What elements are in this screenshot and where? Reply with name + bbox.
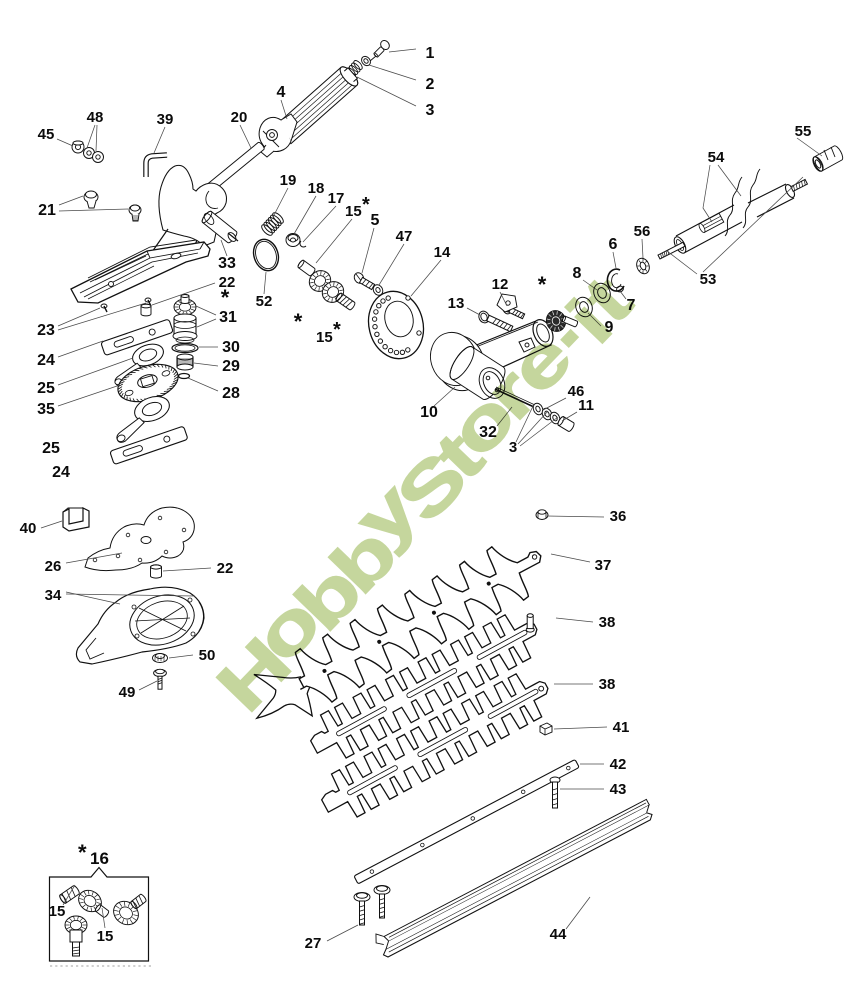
svg-text:33: 33 bbox=[218, 255, 236, 272]
svg-text:15: 15 bbox=[316, 329, 333, 346]
svg-text:39: 39 bbox=[157, 111, 174, 128]
svg-text:5: 5 bbox=[371, 212, 380, 229]
svg-text:35: 35 bbox=[37, 401, 55, 418]
svg-text:12: 12 bbox=[492, 276, 509, 293]
svg-text:*: * bbox=[294, 309, 303, 334]
svg-text:1: 1 bbox=[426, 45, 435, 62]
svg-text:15: 15 bbox=[49, 903, 66, 920]
svg-text:28: 28 bbox=[222, 385, 240, 402]
svg-text:25: 25 bbox=[37, 380, 55, 397]
svg-text:46: 46 bbox=[568, 383, 585, 400]
svg-text:53: 53 bbox=[700, 271, 717, 288]
svg-text:54: 54 bbox=[708, 149, 725, 166]
svg-text:50: 50 bbox=[199, 647, 216, 664]
svg-text:3: 3 bbox=[509, 439, 517, 456]
svg-text:55: 55 bbox=[795, 123, 812, 140]
svg-text:*: * bbox=[362, 194, 370, 216]
svg-text:9: 9 bbox=[605, 319, 614, 336]
svg-text:37: 37 bbox=[595, 557, 612, 574]
svg-text:2: 2 bbox=[426, 76, 435, 93]
svg-text:21: 21 bbox=[38, 202, 56, 219]
svg-text:13: 13 bbox=[448, 295, 465, 312]
svg-text:52: 52 bbox=[256, 293, 273, 310]
svg-text:15: 15 bbox=[97, 928, 114, 945]
svg-text:34: 34 bbox=[45, 587, 62, 604]
svg-text:38: 38 bbox=[599, 614, 616, 631]
svg-text:20: 20 bbox=[231, 109, 248, 126]
svg-text:19: 19 bbox=[280, 172, 297, 189]
svg-text:25: 25 bbox=[42, 440, 60, 457]
svg-text:23: 23 bbox=[37, 322, 55, 339]
svg-text:38: 38 bbox=[599, 676, 616, 693]
svg-text:4: 4 bbox=[277, 84, 286, 101]
svg-text:*: * bbox=[221, 285, 230, 310]
svg-text:22: 22 bbox=[217, 560, 234, 577]
svg-text:27: 27 bbox=[305, 935, 322, 952]
svg-text:17: 17 bbox=[328, 190, 345, 207]
svg-text:14: 14 bbox=[434, 244, 451, 261]
svg-text:11: 11 bbox=[578, 397, 594, 414]
svg-text:24: 24 bbox=[37, 352, 55, 369]
svg-text:8: 8 bbox=[573, 265, 582, 282]
svg-text:36: 36 bbox=[610, 508, 627, 525]
svg-text:31: 31 bbox=[219, 309, 237, 326]
svg-text:*: * bbox=[538, 272, 547, 297]
svg-text:15: 15 bbox=[345, 203, 362, 220]
svg-text:56: 56 bbox=[634, 223, 651, 240]
svg-text:48: 48 bbox=[87, 109, 104, 126]
svg-text:3: 3 bbox=[426, 102, 435, 119]
svg-text:49: 49 bbox=[119, 684, 136, 701]
svg-text:47: 47 bbox=[396, 228, 413, 245]
svg-text:24: 24 bbox=[52, 464, 70, 481]
svg-text:10: 10 bbox=[420, 404, 438, 421]
svg-text:30: 30 bbox=[222, 339, 240, 356]
svg-text:7: 7 bbox=[627, 297, 636, 314]
svg-text:40: 40 bbox=[20, 520, 37, 537]
svg-text:42: 42 bbox=[610, 756, 627, 773]
svg-text:6: 6 bbox=[609, 236, 618, 253]
svg-text:*: * bbox=[333, 319, 341, 341]
svg-text:32: 32 bbox=[479, 424, 497, 441]
svg-text:16: 16 bbox=[90, 849, 109, 868]
svg-text:18: 18 bbox=[308, 180, 325, 197]
svg-text:29: 29 bbox=[222, 358, 240, 375]
svg-text:*: * bbox=[78, 840, 87, 865]
svg-text:43: 43 bbox=[610, 781, 627, 798]
svg-text:22: 22 bbox=[219, 274, 236, 291]
svg-text:26: 26 bbox=[45, 558, 62, 575]
svg-text:41: 41 bbox=[613, 719, 630, 736]
svg-text:45: 45 bbox=[38, 126, 55, 143]
svg-text:44: 44 bbox=[550, 926, 567, 943]
